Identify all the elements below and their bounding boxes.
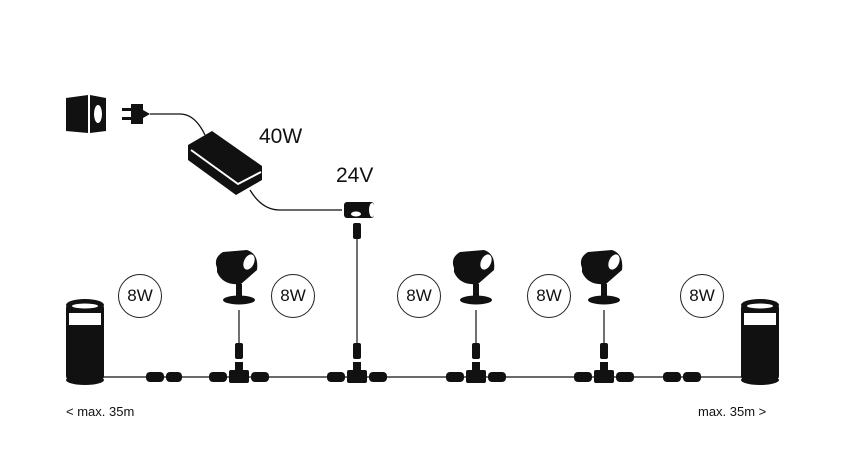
adapter-wattage-label: 40W xyxy=(259,125,303,148)
wattage-badge: 8W xyxy=(680,274,724,318)
distance-right-label: max. 35m > xyxy=(698,404,767,419)
plug-icon xyxy=(122,104,150,124)
t-connector-icon xyxy=(327,343,387,383)
wattage-badge: 8W xyxy=(118,274,162,318)
voltage-label: 24V xyxy=(336,164,374,187)
spot-light-icon xyxy=(580,250,623,343)
coupler-icon xyxy=(663,372,701,382)
wattage-badge: 8W xyxy=(527,274,571,318)
mains-cable xyxy=(150,113,206,136)
pedestal-light-icon-left xyxy=(66,299,104,385)
t-connector-icon xyxy=(209,343,269,383)
wattage-badge: 8W xyxy=(397,274,441,318)
junction-connector-icon xyxy=(344,202,375,239)
wall-socket-icon xyxy=(66,95,106,133)
spot-light-icon xyxy=(452,250,495,343)
pedestal-light-icon-right xyxy=(741,299,779,385)
t-connector-icon xyxy=(446,343,506,383)
power-adapter-icon xyxy=(188,131,262,195)
distance-left-label: < max. 35m xyxy=(66,404,135,419)
t-connector-icon xyxy=(574,343,634,383)
dc-cable xyxy=(249,189,342,211)
spot-light-icon xyxy=(215,250,258,343)
wattage-badge: 8W xyxy=(271,274,315,318)
coupler-icon xyxy=(146,372,182,382)
